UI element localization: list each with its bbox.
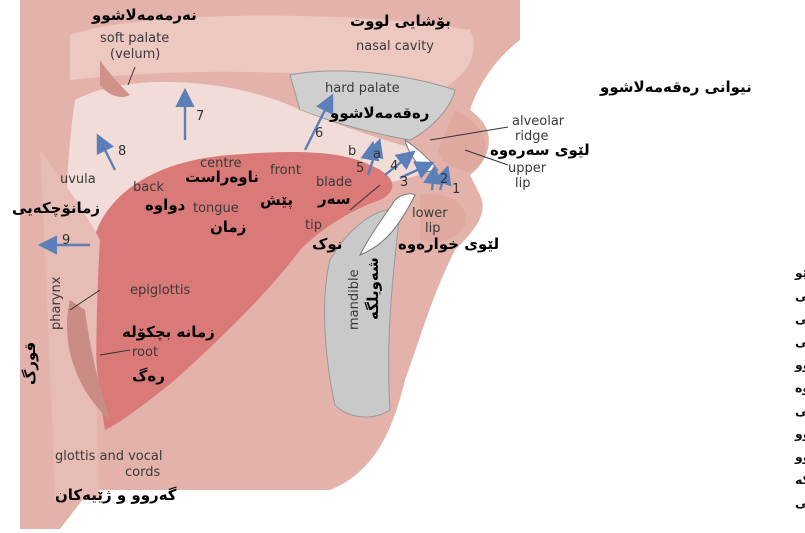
legend-item: (٧): نەرمەمەلاشوو <box>794 449 805 464</box>
legend: (١): لێو (٢): لێوی- ددانی (٣): ددانی و ناو… <box>794 265 805 510</box>
num-6: 6 <box>315 126 323 141</box>
label-uvula: uvula <box>60 172 96 187</box>
num-4: 4 <box>390 159 398 174</box>
label-alveolar: alveolar <box>512 114 565 129</box>
label-epiglottis: epiglottis <box>130 283 190 298</box>
num-5: 5 <box>356 161 364 176</box>
label-velum: (velum) <box>110 47 160 62</box>
label-hard-palate: hard palate <box>325 81 400 96</box>
label-glottis: glottis and vocal <box>55 449 163 464</box>
letter-b: b <box>348 144 356 159</box>
legend-item: (٤): پووکی <box>795 334 805 349</box>
label-lower: lower <box>412 206 448 221</box>
ku-tip: نوک <box>312 235 342 253</box>
num-8: 8 <box>118 144 126 159</box>
label-back: back <box>133 180 164 195</box>
ku-pharynx: قورگ <box>21 342 39 385</box>
label-tip: tip <box>305 218 322 233</box>
num-7: 7 <box>196 109 204 124</box>
label-root: root <box>132 345 158 360</box>
ku-mandible: شەویلگە <box>364 257 382 320</box>
label-lower-lip: lip <box>425 221 440 236</box>
label-upper: upper <box>508 161 547 176</box>
ku-tongue: زمان <box>210 218 246 236</box>
num-2: 2 <box>440 172 448 187</box>
ku-upper-lip: لێوی سەرەوە <box>490 141 590 159</box>
legend-item: (ا): هەلگەراوە <box>795 380 805 395</box>
ku-nasal-cavity: بۆشایی لووت <box>350 12 451 30</box>
ku-hard-palate: رەقەمەلاشوو <box>329 104 429 122</box>
label-soft-palate: soft palate <box>100 31 169 46</box>
label-front: front <box>270 163 301 178</box>
legend-item: (١): لێو <box>794 265 805 280</box>
label-cords: cords <box>125 465 160 480</box>
label-tongue: tongue <box>193 201 239 216</box>
legend-item: (٥): دوای رەقەمەلاشوو <box>794 357 805 372</box>
num-9: 9 <box>62 233 70 248</box>
legend-item: (٩): قورگی <box>795 495 805 510</box>
ku-lower-lip: لێوی خوارەوە <box>398 235 499 253</box>
num-3: 3 <box>400 175 408 190</box>
label-pharynx: pharynx <box>49 276 64 330</box>
legend-item: (٢): لێوی- ددانی <box>795 288 805 303</box>
legend-item: (٨): زمانۆچکە <box>795 472 805 487</box>
ku-centre: ناوەراست <box>185 168 259 186</box>
ku-root: رەگ <box>132 367 165 385</box>
label-blade: blade <box>316 175 352 190</box>
ku-uvula: زمانۆچکەیی <box>12 199 100 218</box>
num-1: 1 <box>452 182 460 197</box>
label-nasal-cavity: nasal cavity <box>356 39 434 54</box>
ku-glottis: گەروو و ژێیەکان <box>55 486 177 504</box>
ku-front: پێش <box>260 191 293 210</box>
label-upper-lip: lip <box>515 176 530 191</box>
legend-item: (ب): رەقەمەلاشوو- پووکی <box>795 403 805 418</box>
ku-epiglottis: زمانە بچکۆلە <box>122 323 215 342</box>
label-mandible: mandible <box>347 269 362 330</box>
legend-item: (٣): ددانی و ناوددانی <box>795 311 805 326</box>
ku-blade: سەر <box>317 190 350 208</box>
ku-soft-palate: نەرمەمەلاشوو <box>91 6 197 24</box>
ku-alveolar: نیوانی رەقەمەلاشوو <box>599 78 752 96</box>
letter-a: a <box>373 147 381 162</box>
ku-back: دواوە <box>145 196 186 214</box>
legend-item: (٦): رەقەمەلاشوو <box>794 426 805 441</box>
